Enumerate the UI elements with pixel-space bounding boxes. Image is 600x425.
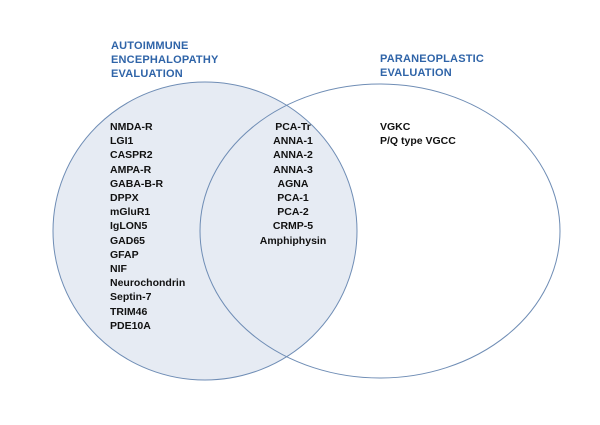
paraneoplastic-only-list: VGKC P/Q type VGCC <box>380 120 456 148</box>
antibody-item: AGNA <box>277 177 309 190</box>
antibody-item: NIF <box>110 263 127 276</box>
heading-line: PARANEOPLASTIC <box>380 53 485 65</box>
antibody-item: CRMP-5 <box>272 220 314 233</box>
antibody-item: GABA-B-R <box>110 177 164 190</box>
heading-line: AUTOIMMUNE <box>111 40 189 52</box>
autoimmune-heading: AUTOIMMUNE ENCEPHALOPATHY EVALUATION <box>111 39 219 81</box>
antibody-item: Neurochondrin <box>110 277 186 290</box>
antibody-item: PCA-Tr <box>275 121 311 133</box>
antibody-item: CASPR2 <box>110 149 153 162</box>
antibody-item: PDE10A <box>110 319 151 332</box>
heading-line: EVALUATION <box>111 68 183 80</box>
antibody-item: ANNA-1 <box>273 135 313 148</box>
antibody-item: PCA-1 <box>277 192 309 205</box>
antibody-item: NMDA-R <box>110 121 153 133</box>
antibody-item: DPPX <box>110 192 139 205</box>
antibody-item: TRIM46 <box>110 305 148 318</box>
antibody-item: ANNA-2 <box>273 149 313 162</box>
antibody-item: VGKC <box>380 121 411 133</box>
antibody-item: mGluR1 <box>110 206 151 219</box>
paraneoplastic-circle <box>199 83 561 379</box>
antibody-item: Septin-7 <box>110 291 152 304</box>
paraneoplastic-heading: PARANEOPLASTIC EVALUATION <box>380 52 484 80</box>
antibody-item: GFAP <box>110 248 139 261</box>
antibody-item: LGI1 <box>110 135 134 148</box>
antibody-item: GAD65 <box>110 234 146 247</box>
autoimmune-circle <box>52 81 358 381</box>
antibody-item: ANNA-3 <box>273 163 313 176</box>
antibody-item: Amphiphysin <box>259 234 327 247</box>
heading-line: ENCEPHALOPATHY <box>111 54 219 66</box>
antibody-item: P/Q type VGCC <box>380 135 456 148</box>
antibody-item: PCA-2 <box>277 206 309 219</box>
heading-line: EVALUATION <box>380 67 452 79</box>
antibody-item: IgLON5 <box>110 220 148 233</box>
antibody-item: AMPA-R <box>110 163 152 176</box>
